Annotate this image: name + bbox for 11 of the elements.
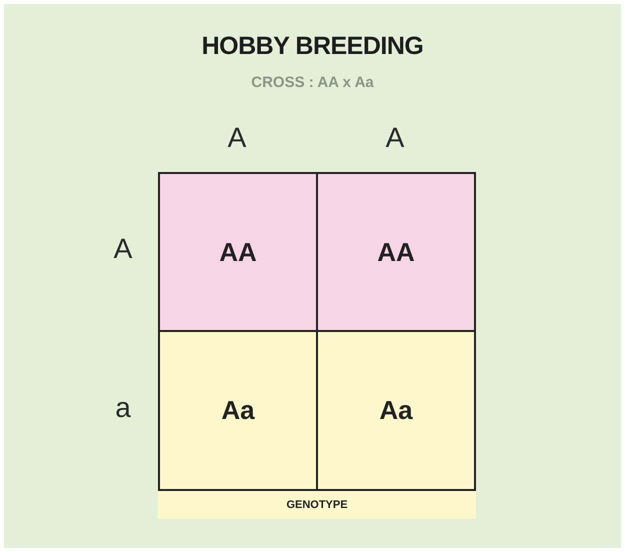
allele-label: A <box>226 122 248 154</box>
punnett-cell: Aa <box>316 330 476 491</box>
punnett-cell: AA <box>316 172 476 332</box>
subtitle: CROSS : AA x Aa <box>250 74 375 91</box>
allele-label: a <box>114 392 132 424</box>
punnett-cell: AA <box>158 172 318 332</box>
allele-label: A <box>112 233 134 265</box>
title: HOBBY BREEDING <box>200 32 424 61</box>
punnett-cell: Aa <box>158 330 318 491</box>
allele-label: A <box>384 122 406 154</box>
genotype-bar: GENOTYPE <box>158 491 476 519</box>
